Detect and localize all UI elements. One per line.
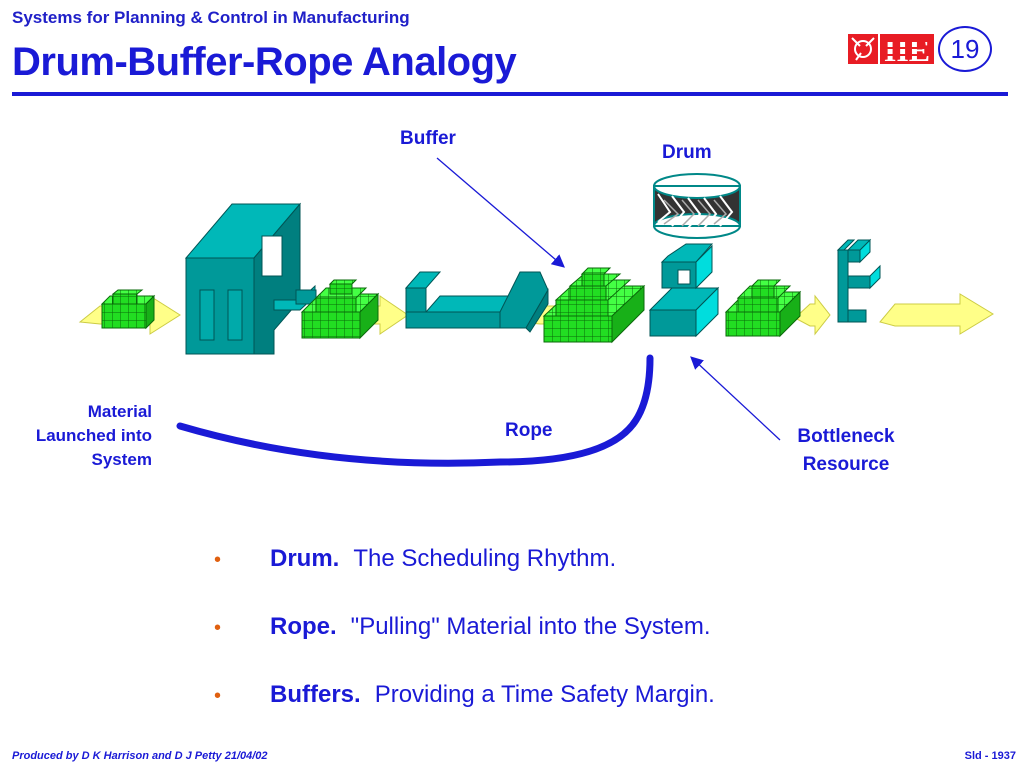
bullet-item-drum: • Drum. The Scheduling Rhythm. (210, 545, 930, 613)
bullet-text: "Pulling" Material into the System. (350, 613, 711, 640)
bullet-item-rope: • Rope. "Pulling" Material into the Syst… (210, 613, 930, 681)
bottleneck-resource-label: Bottleneck Resource (797, 426, 895, 475)
footer-slide-id: Sld - 1937 (964, 750, 1016, 762)
buffer-material-stack (542, 267, 646, 344)
material-stack-3 (724, 279, 802, 338)
iie-logo: IIE (848, 32, 934, 66)
bullet-dot-icon: • (214, 549, 222, 571)
flow-arrow-5 (879, 293, 994, 335)
bullet-text: Providing a Time Safety Margin. (374, 681, 715, 708)
machine-4 (836, 238, 881, 323)
machine-1 (184, 202, 317, 355)
slide-title: Drum-Buffer-Rope Analogy (12, 40, 517, 84)
rope-label: Rope (505, 420, 553, 441)
drum-label: Drum (662, 142, 712, 163)
rope-line (176, 354, 654, 467)
course-title: Systems for Planning & Control in Manufa… (12, 8, 410, 27)
title-divider (12, 92, 1008, 96)
drum-icon (653, 173, 741, 239)
bullet-item-buffers: • Buffers. Providing a Time Safety Margi… (210, 681, 930, 749)
flow-arrow-4 (794, 294, 831, 336)
bullet-term: Buffers. (270, 681, 361, 708)
bullet-dot-icon: • (214, 685, 222, 707)
bullet-list: • Drum. The Scheduling Rhythm. • Rope. "… (210, 545, 930, 749)
material-stack-1 (100, 289, 156, 330)
slide-number-badge: 19 (938, 26, 992, 72)
bottleneck-pointer-arrow (690, 356, 781, 441)
bottleneck-machine (648, 243, 720, 338)
bullet-dot-icon: • (214, 617, 222, 639)
bullet-text: The Scheduling Rhythm. (353, 545, 617, 572)
buffer-pointer-arrow (436, 157, 565, 268)
bullet-term: Rope. (270, 613, 337, 640)
footer-credit: Produced by D K Harrison and D J Petty 2… (12, 750, 268, 762)
buffer-label: Buffer (400, 128, 456, 149)
material-stack-2 (300, 279, 380, 340)
machine-2 (404, 271, 549, 333)
material-launched-label: Material Launched into System (35, 402, 152, 469)
bullet-term: Drum. (270, 545, 340, 572)
drum-buffer-rope-diagram (78, 157, 994, 467)
